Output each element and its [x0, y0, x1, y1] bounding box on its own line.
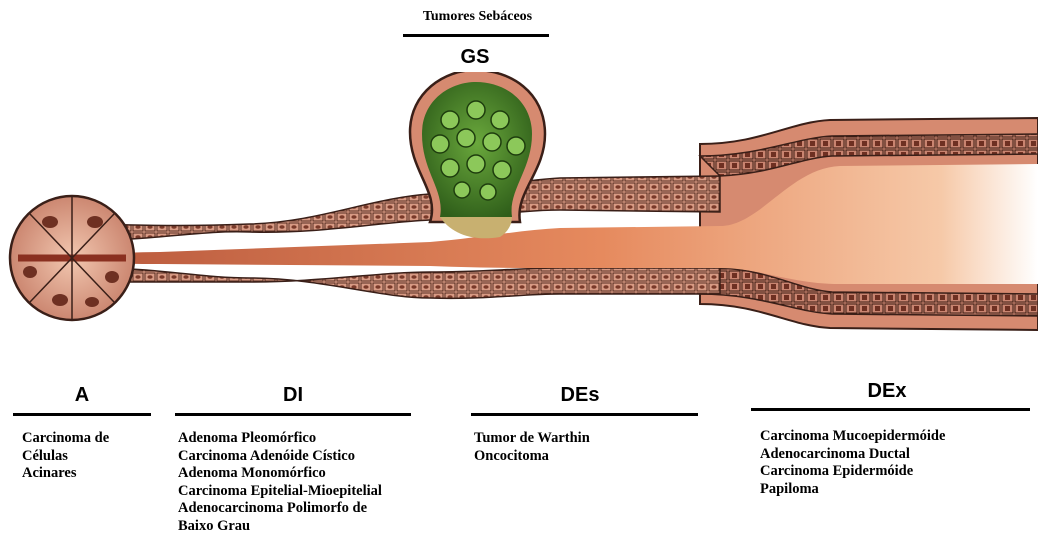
list-item: Adenoma Pleomórfico [178, 430, 382, 448]
section-dex-label: DEx [852, 380, 922, 403]
gs-label: GS [445, 46, 505, 69]
list-item: Acinares [22, 465, 109, 483]
section-a-label: A [62, 384, 102, 407]
section-des-label: DEs [545, 384, 615, 407]
list-item: Baixo Grau [178, 518, 382, 536]
list-item: Carcinoma de [22, 430, 109, 448]
section-dex-rule [751, 408, 1030, 411]
acinus [10, 196, 134, 320]
list-item: Células [22, 448, 109, 466]
list-item: Adenocarcinoma Ductal [760, 446, 945, 464]
list-item: Papiloma [760, 481, 945, 499]
list-item: Carcinoma Epitelial-Mioepitelial [178, 483, 382, 501]
section-di-rule [175, 413, 411, 416]
list-item: Adenocarcinoma Polimorfo de [178, 500, 382, 518]
section-di-label: DI [268, 384, 318, 407]
list-item: Tumor de Warthin [474, 430, 590, 448]
list-item: Adenoma Monomórfico [178, 465, 382, 483]
section-des-rule [471, 413, 698, 416]
list-item: Carcinoma Epidermóide [760, 463, 945, 481]
section-dex-list: Carcinoma Mucoepidermóide Adenocarcinoma… [760, 428, 945, 498]
salivary-duct-illustration [0, 72, 1038, 372]
list-item: Carcinoma Adenóide Cístico [178, 448, 382, 466]
list-item: Oncocitoma [474, 448, 590, 466]
section-a-list: Carcinoma de Células Acinares [22, 430, 109, 483]
sebaceous-tumors-title: Tumores Sebáceos [395, 9, 560, 25]
duct-walls [70, 164, 1038, 298]
title-underline [403, 34, 549, 37]
list-item: Carcinoma Mucoepidermóide [760, 428, 945, 446]
section-di-list: Adenoma Pleomórfico Carcinoma Adenóide C… [178, 430, 382, 535]
section-des-list: Tumor de Warthin Oncocitoma [474, 430, 590, 465]
section-a-rule [13, 413, 151, 416]
